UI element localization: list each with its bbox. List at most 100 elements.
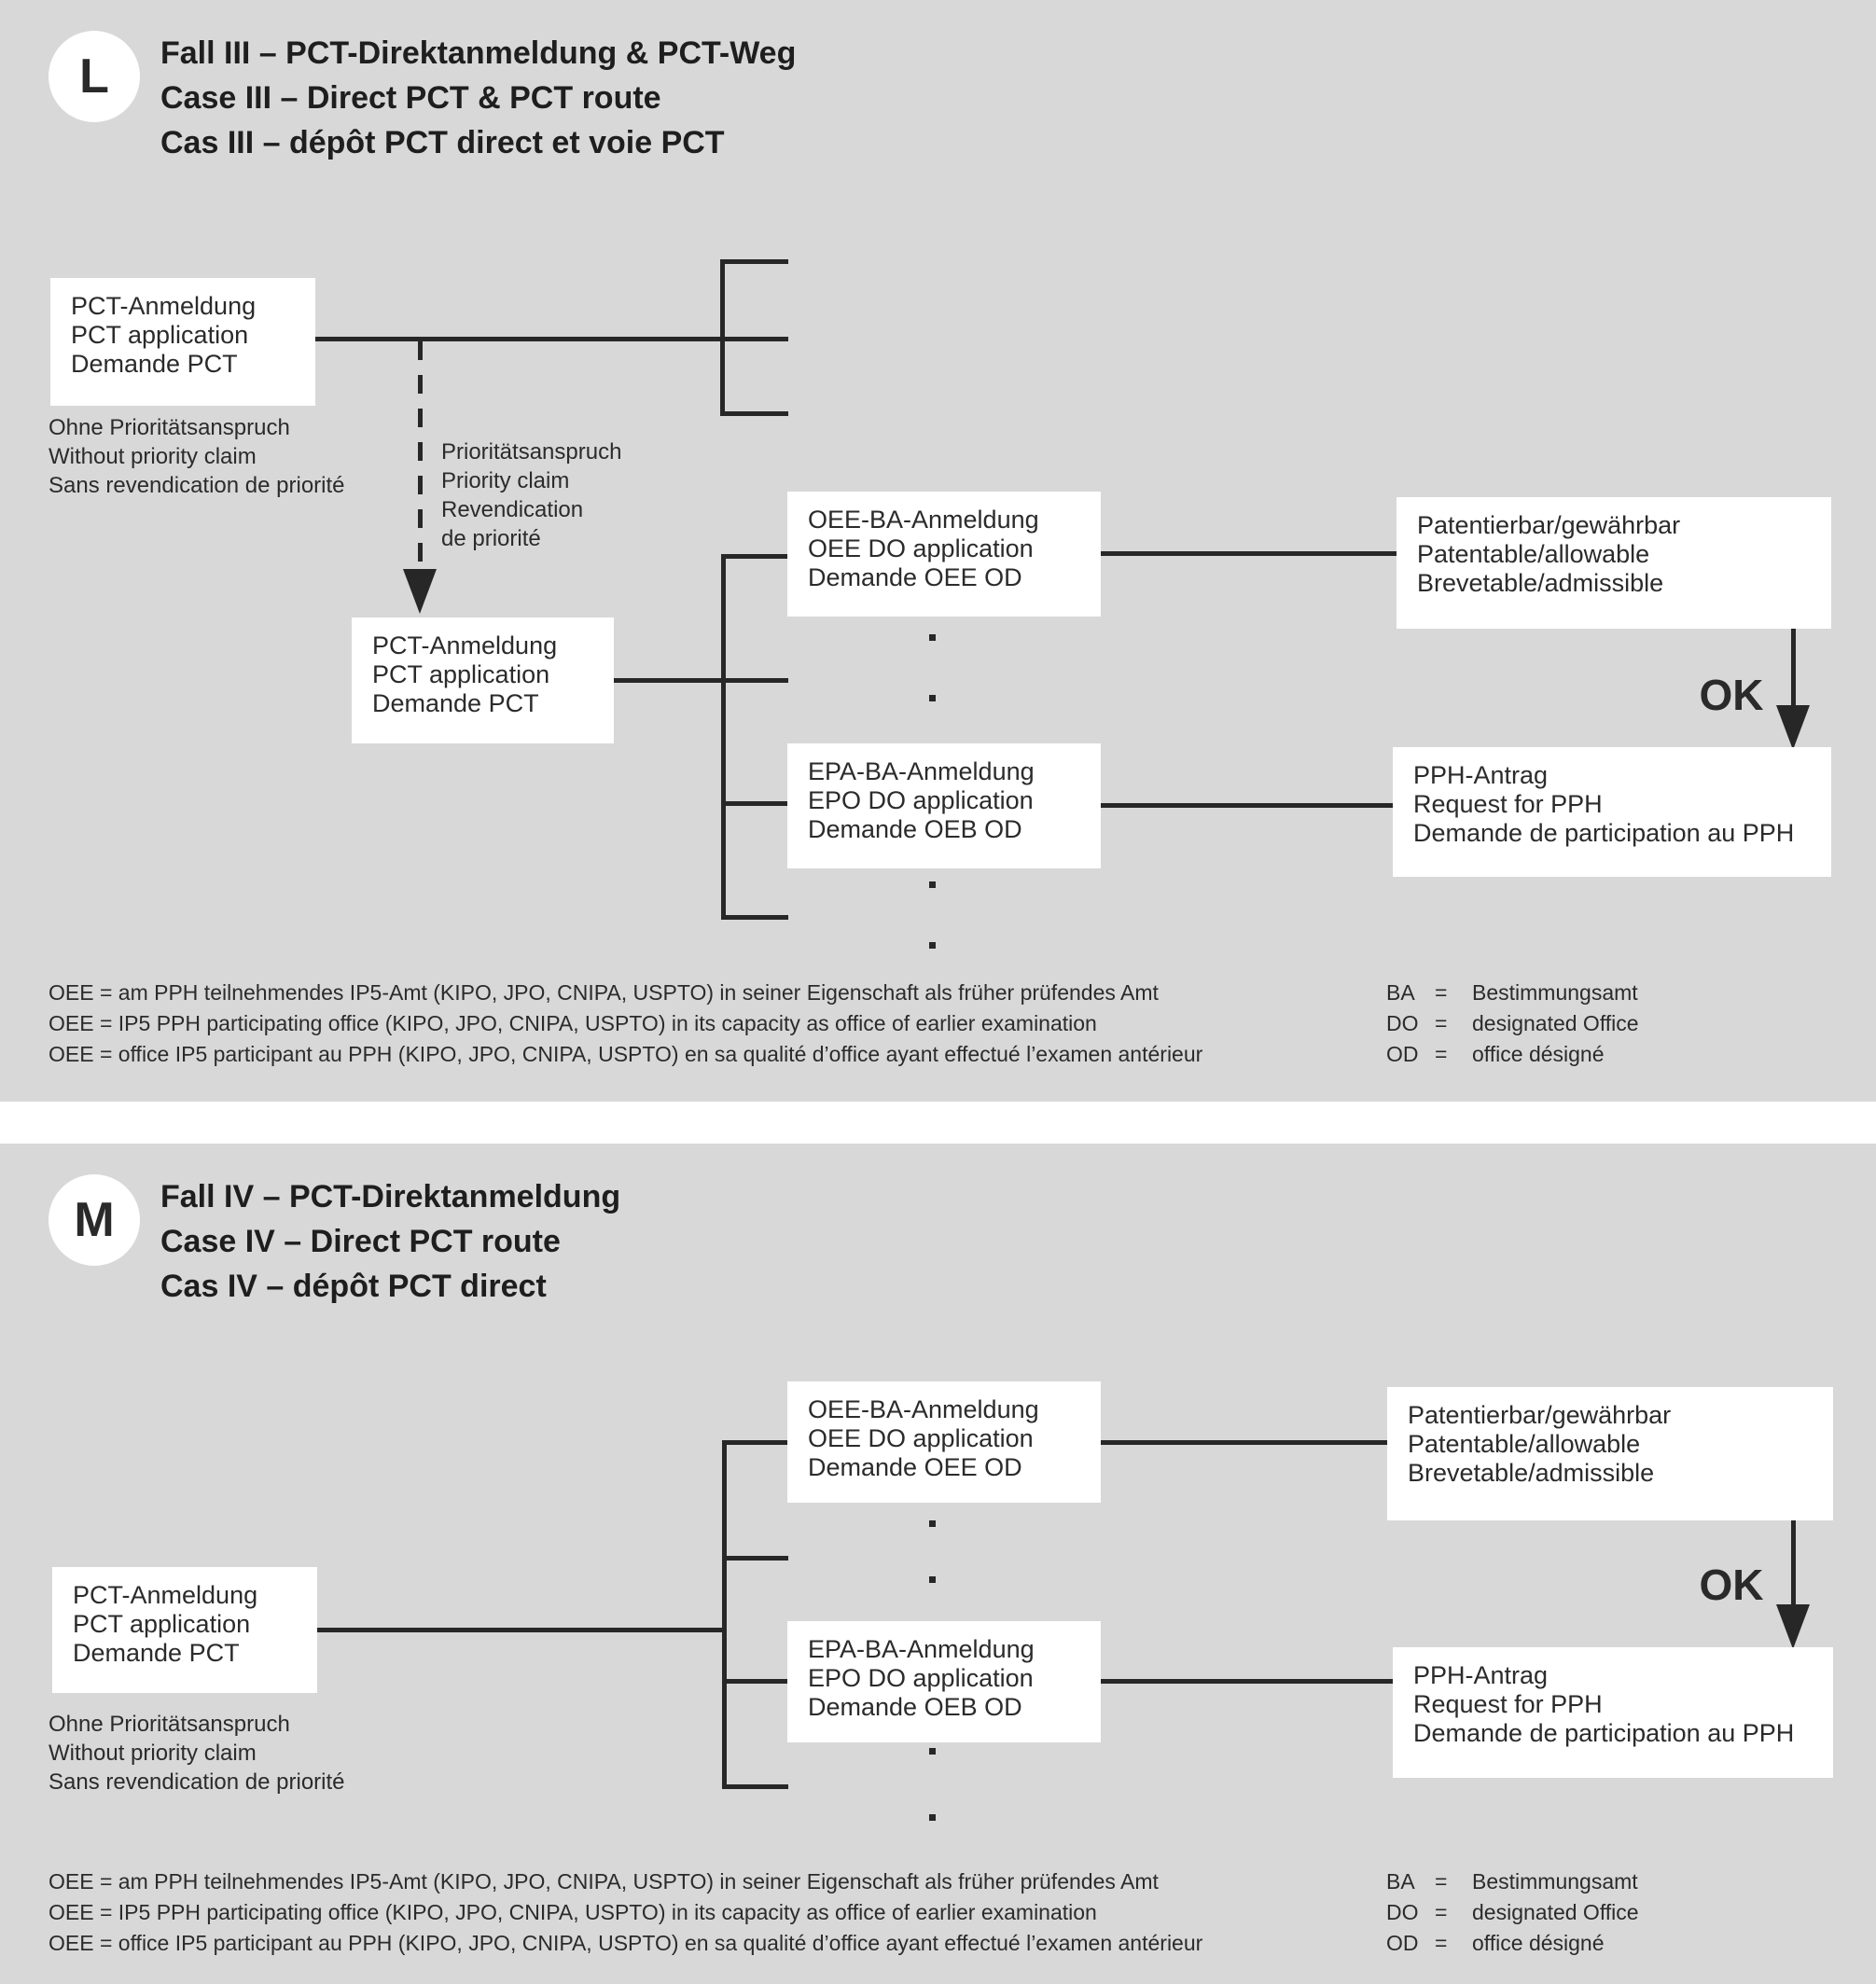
legend-line: OEE = am PPH teilnehmendes IP5-Amt (KIPO…: [49, 1869, 1159, 1894]
legend-label: office désigné: [1472, 1042, 1605, 1066]
ellipsis-dot: [929, 634, 936, 641]
node-line: Demande OEE OD: [808, 563, 1022, 591]
node-line: EPO DO application: [808, 786, 1034, 814]
legend-oee: OEE = am PPH teilnehmendes IP5-Amt (KIPO…: [49, 1866, 1202, 1959]
connector-pct2-to-offices: [614, 678, 788, 683]
node-line: OEE-BA-Anmeldung: [808, 1395, 1039, 1423]
ok-arrow-stem: [1791, 629, 1796, 705]
node-line: Patentierbar/gewährbar: [1417, 511, 1681, 539]
case-badge: L: [49, 31, 140, 122]
legend-abbr: BA: [1386, 980, 1415, 1005]
legend-line: OEE = office IP5 participant au PPH (KIP…: [49, 1042, 1203, 1066]
label-line: Sans revendication de priorité: [49, 1769, 345, 1795]
legend-eq: =: [1435, 980, 1448, 1005]
node-epo-do-application: EPA-BA-Anmeldung EPO DO application Dema…: [787, 743, 1101, 868]
label-line: Ohne Prioritätsanspruch: [49, 1712, 290, 1737]
legend-line: OEE = IP5 PPH participating office (KIPO…: [49, 1900, 1097, 1924]
legend-abbr: DO: [1386, 1900, 1419, 1924]
connector-pct-to-offices: [317, 1628, 727, 1632]
label-ok: OK: [1699, 1561, 1764, 1609]
node-line: PPH-Antrag: [1413, 761, 1549, 789]
case-badge: M: [49, 1174, 140, 1266]
legend-label: designated Office: [1472, 1900, 1639, 1924]
panel-title-line-en: Case III – Direct PCT & PCT route: [160, 80, 661, 116]
panel-title: Fall III – PCT-Direktanmeldung & PCT-Weg…: [160, 31, 796, 165]
label-line: Sans revendication de priorité: [49, 473, 345, 498]
arrowhead-icon: [403, 569, 437, 614]
label-ok: OK: [1699, 671, 1764, 719]
legend-row: OD = office désigné: [1386, 1928, 1639, 1959]
node-line: EPO DO application: [808, 1664, 1034, 1692]
connector-epo-to-pph: [1101, 803, 1393, 808]
legend-line: OEE = am PPH teilnehmendes IP5-Amt (KIPO…: [49, 980, 1159, 1005]
branch-bracket-offices: [721, 554, 726, 920]
node-line: Patentable/allowable: [1417, 540, 1650, 568]
node-oee-do-application: OEE-BA-Anmeldung OEE DO application Dema…: [787, 1381, 1101, 1503]
node-line: EPA-BA-Anmeldung: [808, 1635, 1035, 1663]
node-line: Demande OEB OD: [808, 815, 1022, 843]
connector-oee-to-patentable: [1101, 551, 1397, 556]
node-line: PCT-Anmeldung: [71, 292, 257, 320]
legend-label: office désigné: [1472, 1931, 1605, 1955]
node-line: PPH-Antrag: [1413, 1661, 1549, 1689]
connector-pct-to-offices: [315, 337, 788, 341]
node-pph-request: PPH-Antrag Request for PPH Demande de pa…: [1393, 1647, 1833, 1778]
node-line: Brevetable/admissible: [1417, 569, 1664, 597]
branch-stub: [722, 1556, 788, 1561]
connector-oee-to-patentable: [1101, 1440, 1387, 1445]
node-pct-application-second: PCT-Anmeldung PCT application Demande PC…: [352, 617, 614, 743]
legend-row: BA = Bestimmungsamt: [1386, 1866, 1639, 1897]
node-epo-do-application: EPA-BA-Anmeldung EPO DO application Dema…: [787, 1621, 1101, 1742]
ellipsis-dot: [929, 1576, 936, 1583]
dashed-priority-claim-line: [418, 341, 423, 569]
legend-row: DO = designated Office: [1386, 1897, 1639, 1928]
legend-row: OD = office désigné: [1386, 1039, 1639, 1070]
node-pph-request: PPH-Antrag Request for PPH Demande de pa…: [1393, 747, 1831, 877]
legend-abbr: OD: [1386, 1931, 1419, 1955]
branch-bracket-top: [720, 259, 725, 416]
node-patentable: Patentierbar/gewährbar Patentable/allowa…: [1387, 1387, 1833, 1520]
label-line: de priorité: [441, 526, 541, 551]
node-line: Demande de participation au PPH: [1413, 819, 1795, 847]
panel-title-line-fr: Cas III – dépôt PCT direct et voie PCT: [160, 125, 725, 160]
label-line: Without priority claim: [49, 1741, 257, 1766]
node-line: OEE DO application: [808, 1424, 1034, 1452]
node-line: PCT application: [372, 660, 550, 688]
node-line: Patentable/allowable: [1408, 1430, 1641, 1458]
branch-stub-epo: [722, 1679, 788, 1684]
label-priority-claim: Prioritätsanspruch Priority claim Revend…: [441, 437, 621, 553]
branch-bracket-offices: [722, 1440, 727, 1789]
node-pct-application-first: PCT-Anmeldung PCT application Demande PC…: [50, 278, 315, 406]
label-without-priority-claim: Ohne Prioritätsanspruch Without priority…: [49, 413, 345, 500]
legend-line: OEE = IP5 PPH participating office (KIPO…: [49, 1011, 1097, 1035]
legend-row: DO = designated Office: [1386, 1008, 1639, 1039]
legend-line: OEE = office IP5 participant au PPH (KIP…: [49, 1931, 1203, 1955]
ellipsis-dot: [929, 1748, 936, 1755]
node-line: Demande PCT: [73, 1639, 240, 1667]
legend-oee: OEE = am PPH teilnehmendes IP5-Amt (KIPO…: [49, 978, 1202, 1070]
legend-abbr: DO: [1386, 1011, 1419, 1035]
legend-eq: =: [1435, 1869, 1448, 1894]
label-line: Revendication: [441, 497, 584, 522]
case-badge-letter: L: [79, 49, 109, 104]
branch-stub: [720, 411, 788, 416]
ellipsis-dot: [929, 942, 936, 949]
node-line: Demande de participation au PPH: [1413, 1719, 1795, 1747]
node-line: PCT application: [73, 1610, 251, 1638]
ellipsis-dot: [929, 1814, 936, 1821]
legend-abbr: OD: [1386, 1042, 1419, 1066]
ellipsis-dot: [929, 1520, 936, 1527]
node-line: PCT-Anmeldung: [73, 1581, 258, 1609]
panel-title: Fall IV – PCT-Direktanmeldung Case IV – …: [160, 1174, 620, 1309]
node-pct-application-first: PCT-Anmeldung PCT application Demande PC…: [52, 1567, 317, 1693]
node-line: PCT application: [71, 321, 249, 349]
branch-stub: [720, 259, 788, 264]
node-line: Request for PPH: [1413, 790, 1603, 818]
node-line: Request for PPH: [1413, 1690, 1603, 1718]
legend-label: Bestimmungsamt: [1472, 1869, 1638, 1894]
branch-stub-oee: [722, 1440, 788, 1445]
legend-label: Bestimmungsamt: [1472, 980, 1638, 1005]
ok-arrow-stem: [1791, 1520, 1796, 1604]
connector-epo-to-pph: [1101, 1679, 1393, 1684]
ellipsis-dot: [929, 881, 936, 888]
